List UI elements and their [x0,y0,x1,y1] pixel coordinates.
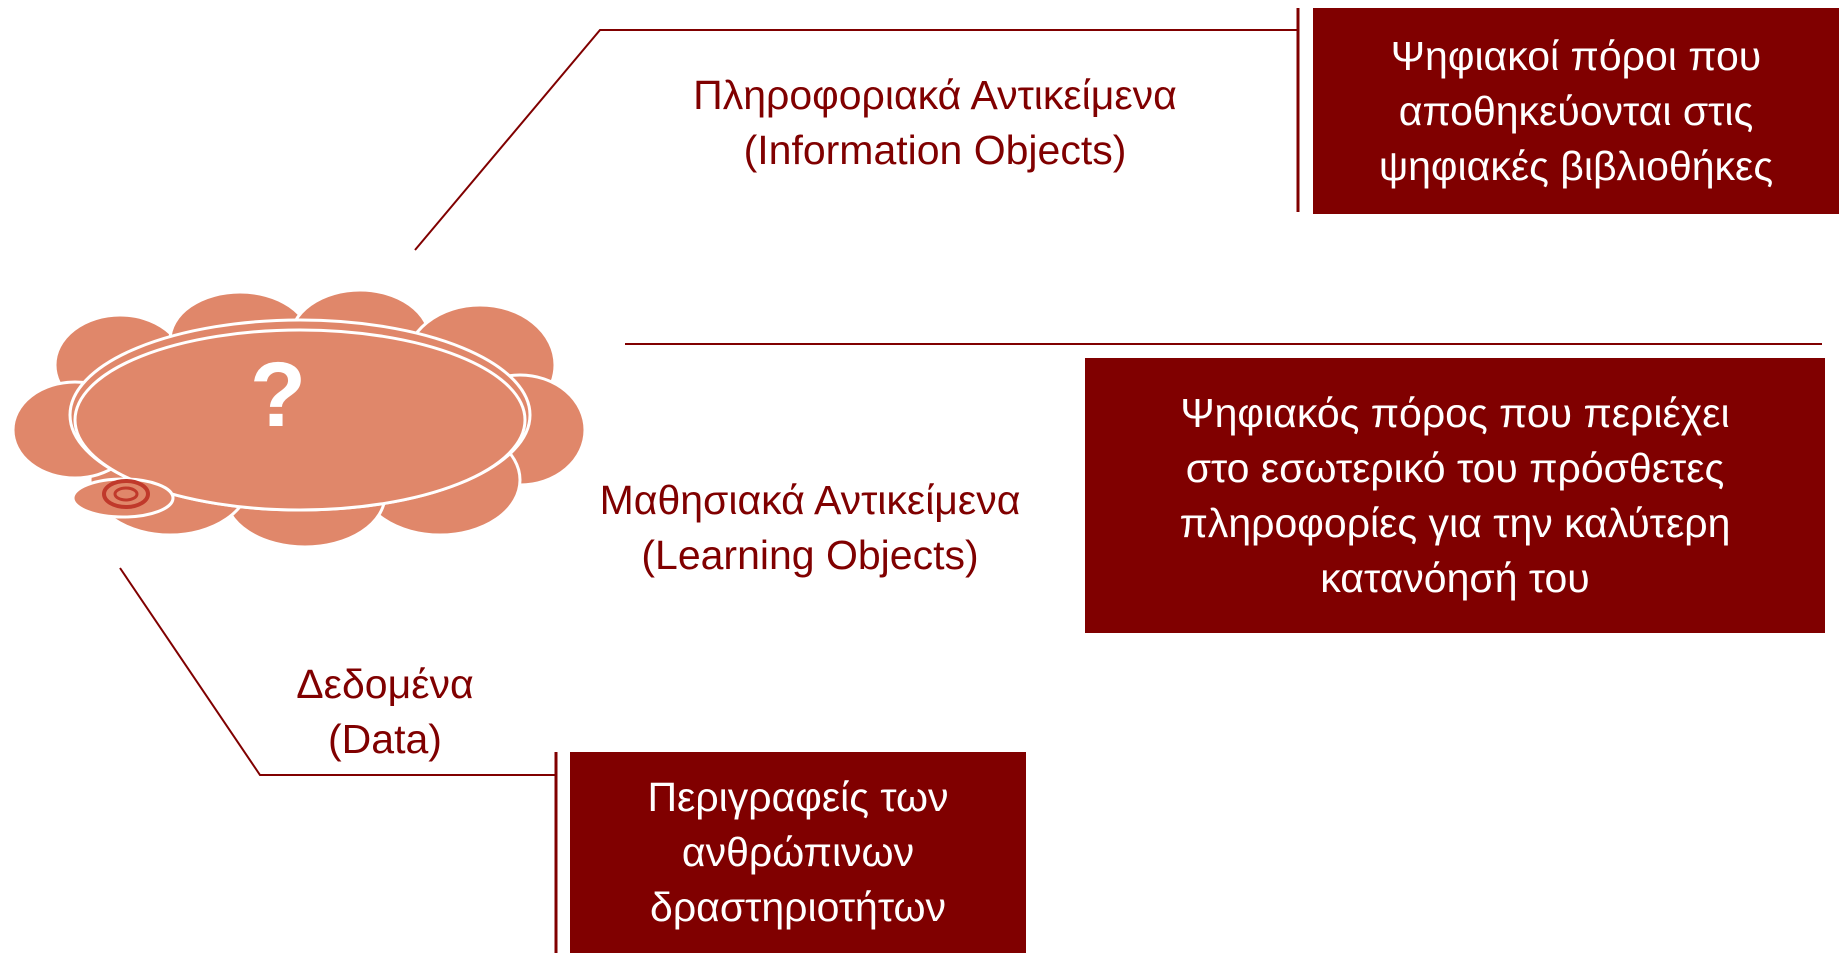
learning-box-line: Ψηφιακός πόρος που περιέχει [1180,389,1730,436]
disc-icon [71,477,175,519]
learning-box-line: κατανόησή του [1320,554,1590,601]
information-objects-title: Πληροφοριακά Αντικείμενα [693,72,1177,118]
information-box-line: αποθηκεύονται στις [1398,87,1754,134]
information-objects-description: Ψηφιακοί πόροι που αποθηκεύονται στις ψη… [1379,29,1773,194]
learning-box-line: στο εσωτερικό του πρόσθετες [1185,444,1725,491]
learning-objects-box: Ψηφιακός πόρος που περιέχει στο εσωτερικ… [1085,358,1825,633]
question-mark-icon: ? [249,344,307,446]
data-box: Περιγραφείς των ανθρώπινων δραστηριοτήτω… [570,752,1026,953]
learning-box-line: πληροφορίες για την καλύτερη [1179,499,1731,546]
information-objects-label: Πληροφοριακά Αντικείμενα (Information Ob… [645,68,1225,178]
learning-objects-label: Μαθησιακά Αντικείμενα (Learning Objects) [560,473,1060,583]
information-connector [414,29,1298,251]
data-description: Περιγραφείς των ανθρώπινων δραστηριοτήτω… [647,770,948,935]
learning-objects-title: Μαθησιακά Αντικείμενα [599,477,1021,523]
information-box-line: ψηφιακές βιβλιοθήκες [1378,142,1774,189]
data-box-line: Περιγραφείς των [647,774,949,820]
learning-objects-subtitle: (Learning Objects) [641,532,979,578]
learning-objects-description: Ψηφιακός πόρος που περιέχει στο εσωτερικ… [1180,386,1731,606]
data-connector [119,567,556,776]
data-subtitle: (Data) [328,716,442,762]
cloud-icon [11,288,587,549]
data-label: Δεδομένα (Data) [235,657,535,767]
data-title: Δεδομένα [296,661,474,707]
information-box-line: Ψηφιακοί πόροι που [1390,32,1762,79]
information-objects-subtitle: (Information Objects) [743,127,1127,173]
data-box-line: ανθρώπινων [681,829,915,875]
data-box-line: δραστηριοτήτων [650,884,946,930]
information-objects-box: Ψηφιακοί πόροι που αποθηκεύονται στις ψη… [1313,8,1839,214]
